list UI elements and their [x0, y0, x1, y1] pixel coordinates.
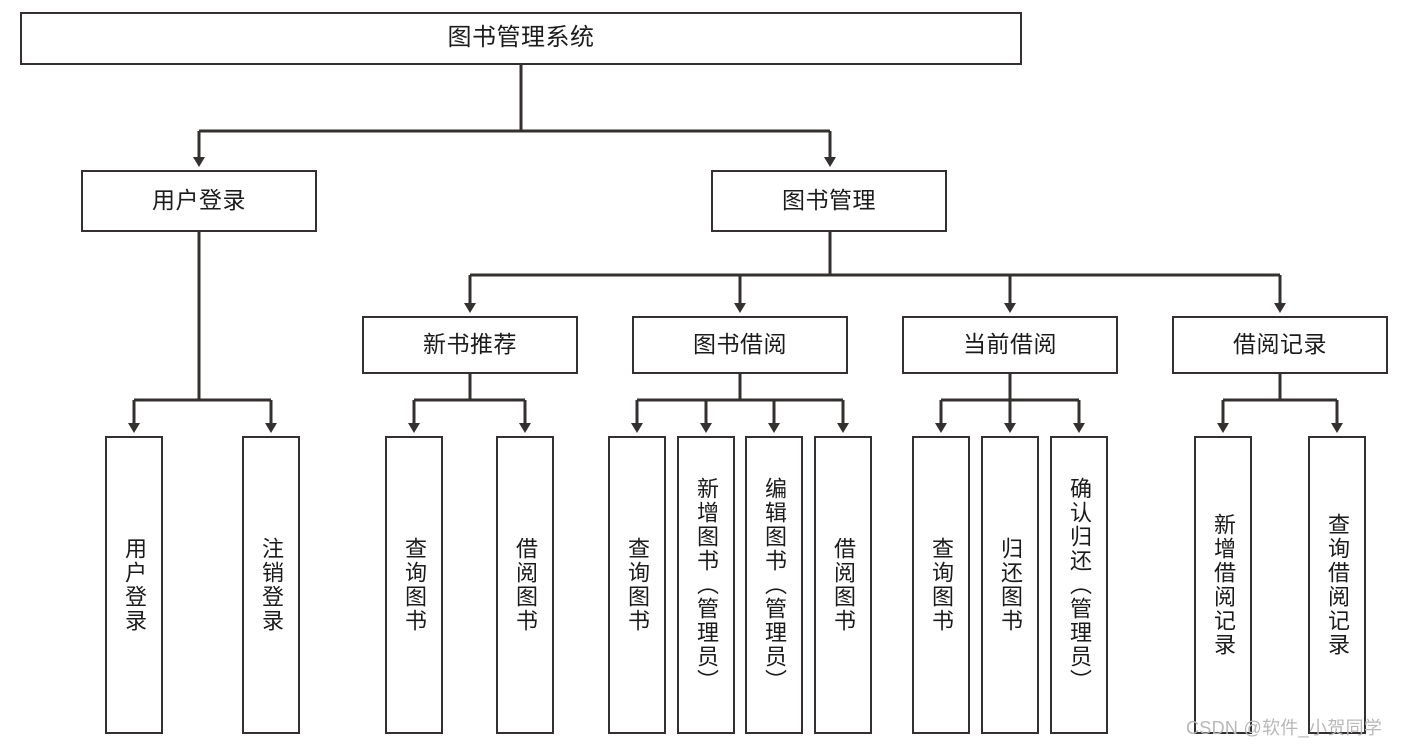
node-label: 新增图书（管理员）: [693, 477, 719, 693]
node-label: 归还图书: [997, 537, 1023, 633]
leaf-return-book[interactable]: 归还图书: [981, 436, 1039, 734]
leaf-query-book-2[interactable]: 查询图书: [608, 436, 666, 734]
node-label: 查询借阅记录: [1324, 513, 1350, 657]
node-book-borrow[interactable]: 图书借阅: [632, 316, 848, 374]
node-label: 编辑图书（管理员）: [761, 477, 787, 693]
leaf-query-book-3[interactable]: 查询图书: [912, 436, 970, 734]
node-label: 查询图书: [624, 537, 650, 633]
leaf-add-record[interactable]: 新增借阅记录: [1194, 436, 1252, 734]
node-label: 新书推荐: [423, 331, 517, 358]
node-label: 用户登录: [121, 537, 147, 633]
leaf-confirm-return[interactable]: 确认归还（管理员）: [1050, 436, 1108, 734]
leaf-query-record[interactable]: 查询借阅记录: [1308, 436, 1366, 734]
leaf-logout[interactable]: 注销登录: [242, 436, 300, 734]
watermark: CSDN @软件_小贺同学: [1186, 718, 1383, 738]
leaf-borrow-book-2[interactable]: 借阅图书: [814, 436, 872, 734]
leaf-user-login[interactable]: 用户登录: [105, 436, 163, 734]
node-root-system[interactable]: 图书管理系统: [20, 12, 1022, 65]
node-label: 借阅图书: [512, 537, 538, 633]
node-label: 图书管理系统: [447, 24, 595, 52]
node-new-book-rec[interactable]: 新书推荐: [362, 316, 578, 374]
leaf-query-book-1[interactable]: 查询图书: [385, 436, 443, 734]
node-label: 查询图书: [928, 537, 954, 633]
node-current-borrow[interactable]: 当前借阅: [902, 316, 1118, 374]
node-label: 当前借阅: [963, 331, 1057, 358]
node-label: 用户登录: [152, 187, 246, 214]
node-label: 注销登录: [258, 537, 284, 633]
leaf-borrow-book-1[interactable]: 借阅图书: [496, 436, 554, 734]
node-label: 新增借阅记录: [1210, 513, 1236, 657]
node-label: 图书管理: [782, 187, 876, 214]
leaf-add-book[interactable]: 新增图书（管理员）: [677, 436, 735, 734]
node-label: 确认归还（管理员）: [1066, 477, 1092, 693]
node-label: 借阅图书: [830, 537, 856, 633]
node-label: 借阅记录: [1233, 331, 1327, 358]
node-user-login[interactable]: 用户登录: [81, 170, 317, 232]
node-label: 查询图书: [401, 537, 427, 633]
leaf-edit-book[interactable]: 编辑图书（管理员）: [745, 436, 803, 734]
node-book-manage[interactable]: 图书管理: [711, 170, 947, 232]
node-borrow-record[interactable]: 借阅记录: [1172, 316, 1388, 374]
node-label: 图书借阅: [693, 331, 787, 358]
